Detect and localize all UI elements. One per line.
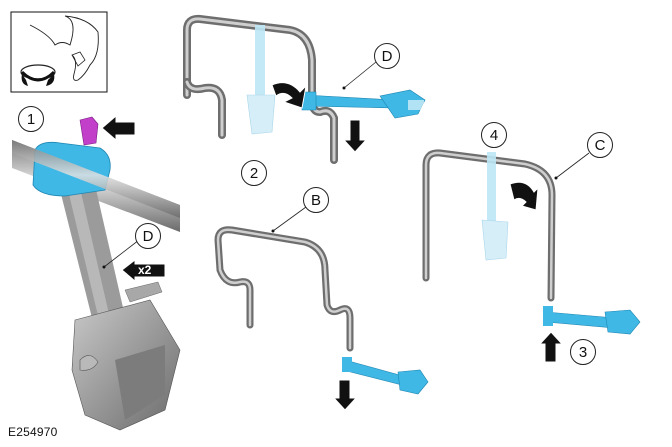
callout-step-3: 3 [570, 339, 596, 365]
belt-guide-ghost-right [481, 152, 509, 261]
callout-part-d-left: D [135, 223, 161, 249]
belt-guide-d-top [301, 89, 426, 119]
up-arrow-icon [538, 331, 564, 363]
down-arrow-icon [332, 379, 358, 411]
callout-part-c: C [587, 132, 613, 158]
belt-guide-c [543, 306, 641, 335]
callout-part-d-top: D [374, 43, 400, 69]
callout-part-b: B [303, 187, 329, 213]
rotate-arrow-icon [271, 82, 307, 109]
x2-arrow-icon [121, 258, 166, 283]
push-arrow-icon [101, 114, 136, 142]
hand-rotate-icon [10, 11, 108, 93]
guide-hoop-top [183, 14, 338, 164]
belt-guide-ghost-top [246, 25, 276, 135]
guide-hoop-c [422, 149, 556, 302]
figure-id: E254970 [8, 425, 58, 439]
rotate-arrow-icon [509, 181, 539, 211]
callout-step-2: 2 [241, 160, 267, 186]
guide-hoop-b [214, 226, 354, 352]
belt-guide-b [342, 357, 429, 395]
quantity-label: x2 [138, 263, 152, 277]
down-arrow-icon [342, 119, 368, 153]
seatbelt-assembly-left [12, 114, 181, 431]
release-tab [79, 116, 99, 146]
callout-step-1: 1 [18, 106, 44, 132]
callout-step-4: 4 [481, 122, 507, 148]
